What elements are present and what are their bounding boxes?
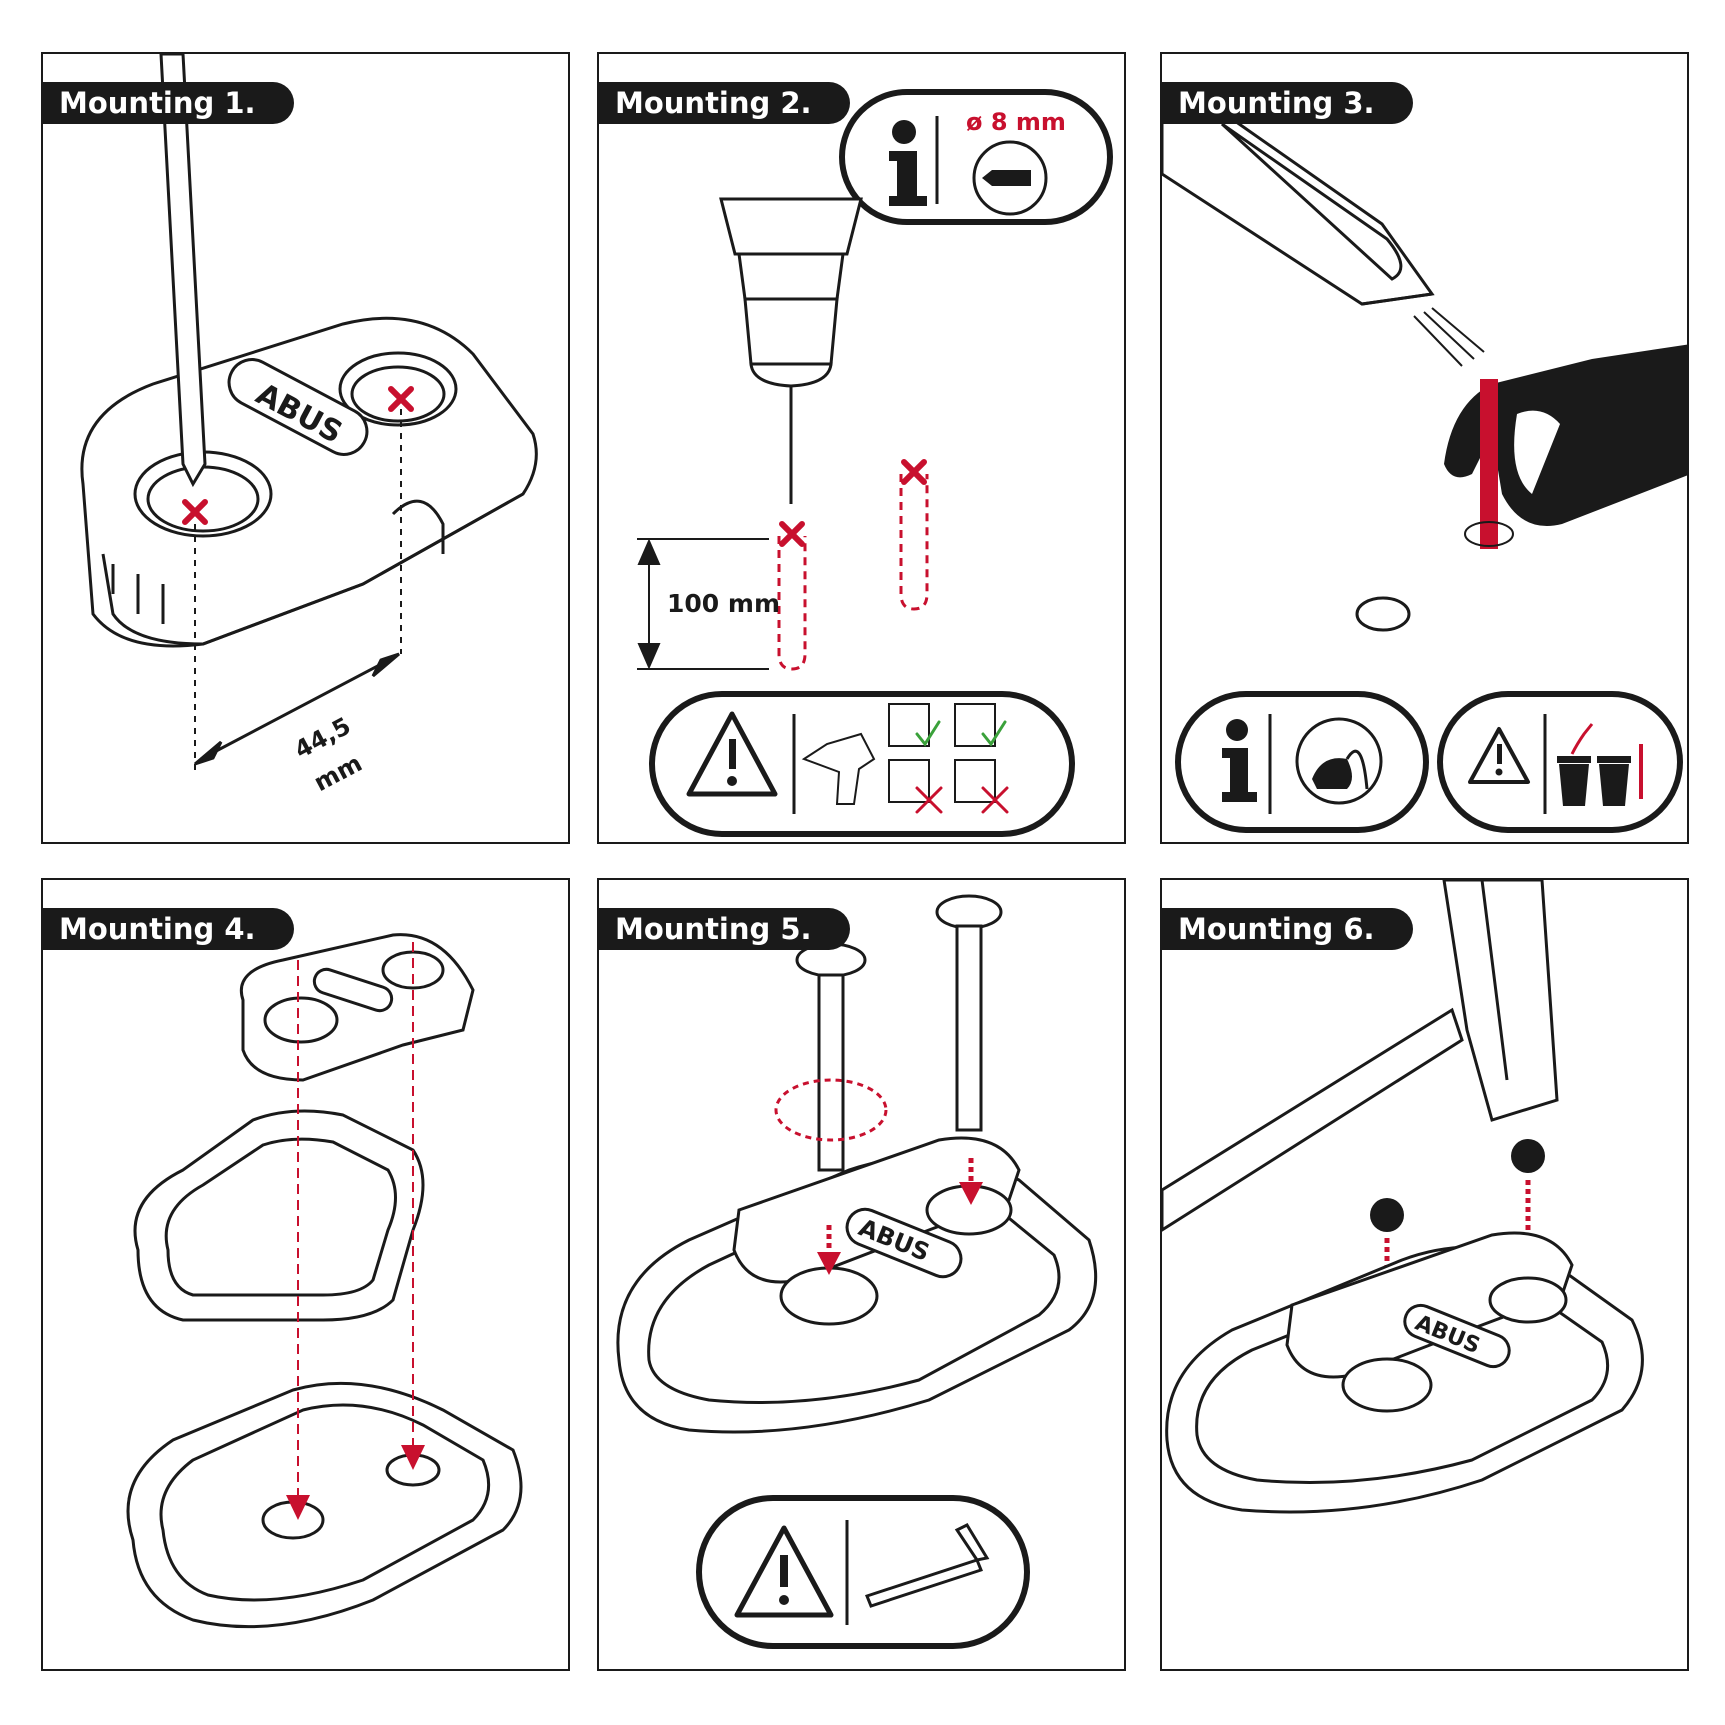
hollow-brick-no-icon [888, 759, 930, 803]
drill-depth: 100 mm [667, 589, 780, 618]
hex-key-icon [865, 1523, 990, 1608]
rotate-icon [774, 1078, 888, 1142]
anchor-cover-icon [80, 316, 538, 648]
cover-icon [240, 933, 475, 1082]
warning-icon [1468, 727, 1530, 784]
down-arrow [286, 1445, 425, 1520]
panel-step-5: Mounting 5. ABUS [597, 878, 1126, 1671]
hand-icon [1444, 344, 1687, 526]
drill-hole [777, 474, 929, 671]
step-3-illustration [1162, 110, 1687, 833]
alignment-guides [297, 942, 414, 1510]
step-1-illustration: ABUS [80, 54, 538, 774]
red-tube [1480, 379, 1498, 549]
step-title: Mounting 6. [1162, 908, 1413, 950]
screw-icon [795, 894, 1003, 1172]
down-arrow [1384, 1180, 1531, 1375]
panel-step-4: Mounting 4. [41, 878, 570, 1671]
cups-icon [1557, 723, 1643, 806]
dimension-guides [194, 409, 402, 774]
mark-cross-icon [182, 386, 414, 525]
panel-step-2: Mounting 2. [597, 52, 1126, 844]
step-title: Mounting 3. [1162, 82, 1413, 124]
hammer-icon [1162, 880, 1559, 1232]
info-icon [889, 120, 927, 206]
step-6-illustration: ABUS [1162, 880, 1644, 1514]
ring-icon [133, 1109, 425, 1322]
step-5-illustration: ABUS [616, 894, 1098, 1649]
info-icon [1222, 719, 1257, 802]
step-title: Mounting 2. [599, 82, 850, 124]
panel-step-1: Mounting 1. ABUS [41, 52, 570, 844]
base-plate-icon [126, 1381, 523, 1629]
warning-icon [686, 711, 778, 797]
dimension-arrow [194, 652, 400, 766]
step-title: Mounting 1. [43, 82, 294, 124]
warning-icon [734, 1525, 834, 1618]
drill-bit-icon [972, 140, 1048, 216]
depth-arrow [637, 538, 769, 670]
drill-hole [1355, 596, 1411, 632]
power-drill-icon [719, 197, 863, 504]
step-title: Mounting 5. [599, 908, 850, 950]
power-drill-icon [801, 732, 876, 805]
vacuum-nozzle-icon [1162, 110, 1435, 306]
vacuum-cleaner-icon [1295, 717, 1383, 805]
panel-step-6: Mounting 6. ABUS [1160, 878, 1689, 1671]
screwdriver-icon [159, 54, 207, 488]
dot-icon [1370, 1139, 1545, 1232]
panel-step-3: Mounting 3. [1160, 52, 1689, 844]
step-title: Mounting 4. [43, 908, 294, 950]
step-4-illustration [126, 933, 523, 1629]
mark-cross-icon [779, 459, 927, 547]
anchor-assembly [616, 1136, 1098, 1434]
drill-diameter: ø 8 mm [966, 108, 1066, 136]
step-2-illustration [637, 89, 1113, 837]
anchor-assembly [1165, 1231, 1644, 1514]
